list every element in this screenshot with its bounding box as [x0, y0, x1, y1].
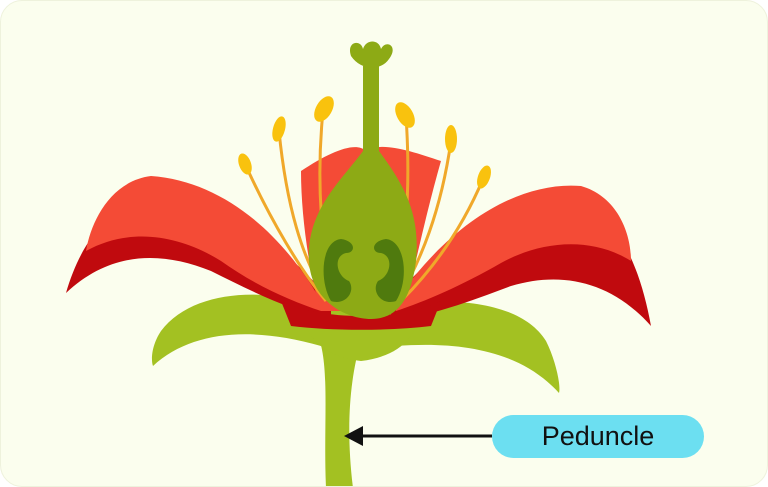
anthers [238, 96, 491, 189]
petal-base [281, 301, 441, 330]
peduncle-label: Peduncle [492, 415, 704, 458]
peduncle-stem [316, 331, 361, 486]
locule-right [374, 239, 404, 302]
style [363, 66, 379, 161]
petal-right [396, 185, 631, 311]
locule-left [323, 239, 353, 302]
sepal-left [151, 294, 321, 366]
stigma [349, 41, 393, 68]
pointer-arrowhead [344, 426, 363, 446]
sepal-right [391, 301, 560, 393]
petal-left [86, 176, 321, 311]
